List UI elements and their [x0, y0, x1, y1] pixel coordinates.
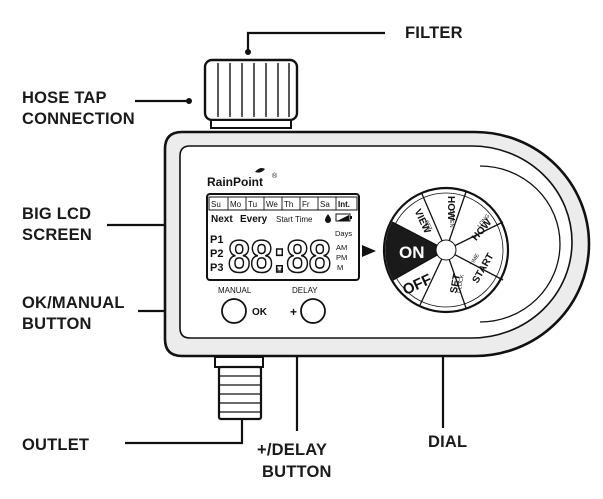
- leaf-icon: [255, 168, 265, 173]
- dial-label-view-sub: SET: [423, 220, 433, 233]
- label-ok-manual-line1: OK/MANUAL: [22, 294, 125, 312]
- battery-icon: [335, 213, 352, 222]
- dial-label-how-often-sub: OFTEN: [448, 209, 454, 228]
- lcd-day-tu: Tu: [248, 200, 257, 209]
- dial-pointer-arrow: [362, 245, 376, 257]
- lcd-day-th: Th: [284, 200, 293, 209]
- lcd-program-p2: P2: [210, 248, 223, 260]
- lcd-day-sa: Sa: [320, 200, 330, 209]
- leader-filter-dot: [245, 49, 251, 55]
- lcd-status-every: Every: [240, 214, 268, 225]
- label-dial: DIAL: [428, 433, 467, 451]
- label-delay-line1: +/DELAY: [257, 441, 327, 459]
- lcd-unit-pm: PM: [336, 253, 347, 262]
- label-hose-tap-line2: CONNECTION: [22, 110, 135, 128]
- label-outlet: OUTLET: [22, 436, 89, 454]
- dial-sector-on: [385, 222, 446, 280]
- ok-label: OK: [252, 307, 268, 318]
- dial-label-set-clock-sub: CLOCK: [456, 274, 465, 294]
- leader-hose-tap-dot: [186, 98, 192, 104]
- dial-label-start-time-sub: TIME: [469, 253, 481, 268]
- dial-label-set-clock: SET: [449, 273, 463, 294]
- lcd-day-su: Su: [211, 200, 221, 209]
- lcd-status-next: Next: [211, 214, 233, 225]
- lcd-day-row: Su Mo Tu We Th Fr Sa Int.: [208, 196, 358, 211]
- hose-tap-nut: [203, 58, 299, 129]
- mode-dial[interactable]: ON OFF VIEW SET HOW OFTEN HOW LONG START…: [382, 186, 510, 314]
- ok-manual-button[interactable]: [221, 298, 247, 324]
- lcd-program-p3: P3: [210, 262, 223, 274]
- lcd-day-int: Int.: [338, 200, 350, 209]
- lcd-day-we: We: [266, 200, 278, 209]
- delay-button[interactable]: [300, 298, 326, 324]
- lcd-unit-days: Days: [335, 229, 352, 238]
- lcd-screen: Su Mo Tu We Th Fr Sa Int. Next Every Sta…: [206, 193, 360, 283]
- delay-label: DELAY: [292, 286, 318, 295]
- brand-logo: RainPoint: [207, 175, 263, 189]
- brand-registered: ®: [272, 172, 278, 180]
- label-hose-tap-line1: HOSE TAP: [22, 89, 107, 107]
- label-big-lcd-line1: BIG LCD: [22, 205, 91, 223]
- leader-outlet: [125, 418, 244, 445]
- lcd-unit-m: M: [337, 263, 343, 272]
- lcd-program-p1: P1: [210, 234, 223, 246]
- label-ok-manual-line2: BUTTON: [22, 315, 92, 333]
- plus-label: +: [290, 305, 297, 319]
- label-filter: FILTER: [405, 24, 463, 42]
- lcd-day-fr: Fr: [302, 200, 310, 209]
- lcd-day-mo: Mo: [230, 200, 242, 209]
- leader-filter: [246, 31, 385, 52]
- lcd-status-start: Start Time: [276, 215, 313, 224]
- lcd-unit-am: AM: [336, 243, 347, 252]
- water-drop-icon: [325, 214, 331, 223]
- dial-label-on: ON: [399, 243, 425, 262]
- lcd-digits: 88:88: [228, 231, 331, 282]
- label-big-lcd-line2: SCREEN: [22, 226, 92, 244]
- manual-label: MANUAL: [218, 286, 252, 295]
- outlet-connector: [214, 356, 264, 421]
- lcd-hour-mark: H: [277, 268, 282, 275]
- dial-label-how-often: HOW: [445, 196, 456, 221]
- label-delay-line2: BUTTON: [262, 463, 332, 481]
